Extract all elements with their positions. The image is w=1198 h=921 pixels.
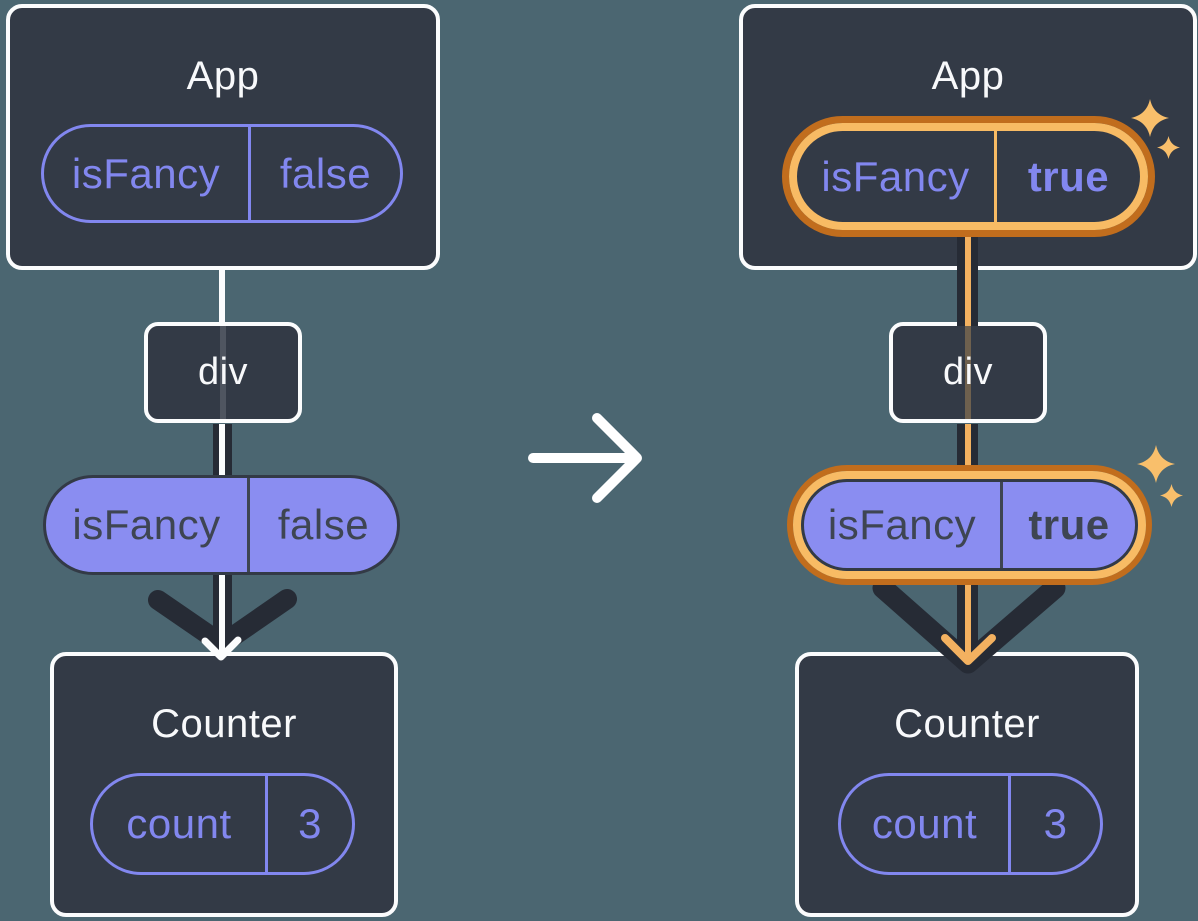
app-to-div-connector <box>219 266 225 326</box>
div-element-box: div <box>889 322 1047 423</box>
sparkle-icon <box>1131 99 1169 137</box>
div-element-label: div <box>197 351 249 393</box>
app-prop-pill-highlighted: isFancy true <box>782 116 1155 237</box>
prop-name-cell: isFancy <box>44 127 251 220</box>
sparkle-icon <box>1160 484 1183 507</box>
sparkle-icon <box>1157 136 1180 159</box>
state-name-cell: count <box>841 776 1011 872</box>
counter-state-pill: count 3 <box>90 773 355 875</box>
app-prop-pill: isFancy true <box>789 123 1148 230</box>
prop-value-cell: false <box>277 501 370 548</box>
state-value-cell: 3 <box>298 800 322 847</box>
prop-passthrough-line <box>965 326 971 419</box>
counter-component-title: Counter <box>894 702 1040 746</box>
prop-value-cell: false <box>279 149 372 197</box>
prop-name-cell: isFancy <box>804 482 1003 568</box>
state-name-cell: count <box>93 776 268 872</box>
component-tree-before: App div Counter isFancy false isFancy fa… <box>0 0 460 921</box>
sparkle-icon <box>1137 445 1175 483</box>
passed-prop-pill-ring: isFancy true <box>793 471 1146 579</box>
app-component-title: App <box>931 54 1005 98</box>
prop-name-cell: isFancy <box>797 131 997 222</box>
passed-prop-pill: isFancy true <box>801 479 1138 571</box>
counter-component-title: Counter <box>151 702 297 746</box>
prop-value-cell: true <box>1027 152 1110 200</box>
state-value-cell: 3 <box>1043 800 1068 847</box>
prop-value-cell: true <box>1028 501 1110 548</box>
app-prop-pill: isFancy false <box>41 124 403 223</box>
right-arrow-icon <box>528 413 642 503</box>
prop-arrowhead-core <box>941 634 996 665</box>
app-component-title: App <box>186 54 260 98</box>
prop-name-cell: isFancy <box>46 478 250 572</box>
div-element-box: div <box>144 322 302 423</box>
prop-arrowhead-core <box>201 636 242 661</box>
component-tree-after: App div Counter isFancy true isFancy <box>739 0 1198 921</box>
counter-state-pill: count 3 <box>838 773 1103 875</box>
prop-flow-core-line <box>965 230 971 326</box>
prop-passthrough-line <box>220 326 226 419</box>
passed-prop-pill-highlighted: isFancy true <box>787 465 1152 585</box>
div-element-label: div <box>942 351 994 393</box>
passed-prop-pill: isFancy false <box>43 475 400 575</box>
